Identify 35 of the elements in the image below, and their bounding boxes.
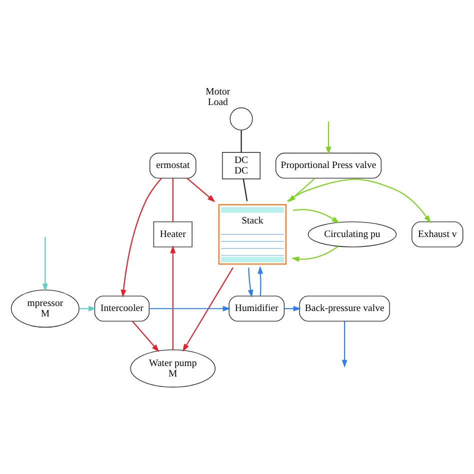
node-ellipse: mpressor M <box>10 290 80 328</box>
arrow <box>286 178 431 224</box>
node-box: Humidifier <box>228 296 285 322</box>
arrow <box>149 306 231 312</box>
node-box: Back-pressure valve <box>299 296 390 322</box>
arrow <box>284 306 302 312</box>
arrow <box>132 321 160 352</box>
node-label: Load <box>208 97 228 108</box>
arrow <box>42 236 48 292</box>
arrow <box>258 266 264 296</box>
arrow <box>186 178 216 202</box>
node-box: DC DC <box>222 152 260 180</box>
node-label: Motor <box>206 86 230 98</box>
node-box: Heater <box>153 221 192 248</box>
connector <box>242 178 248 202</box>
arrow <box>342 321 348 368</box>
connector <box>240 130 242 152</box>
arrow <box>120 178 162 298</box>
arrow <box>291 246 338 262</box>
node-box: Stack <box>218 204 287 265</box>
arrow <box>79 306 96 312</box>
connector <box>172 178 174 222</box>
arrow <box>326 122 332 155</box>
arrow <box>292 208 340 224</box>
arrow <box>288 178 316 202</box>
node-box: Proportional Press valve <box>275 152 382 179</box>
node-box: Exhaust v <box>412 221 464 248</box>
node-ellipse: Circulating pu <box>308 221 397 248</box>
arrow <box>248 268 254 298</box>
node-ellipse: Water pump M <box>130 349 216 388</box>
arrow <box>182 267 234 352</box>
node-box: Intercooler <box>94 296 150 322</box>
node-circle <box>230 107 253 130</box>
node-box: ermostat <box>150 152 196 179</box>
arrow <box>170 245 176 350</box>
